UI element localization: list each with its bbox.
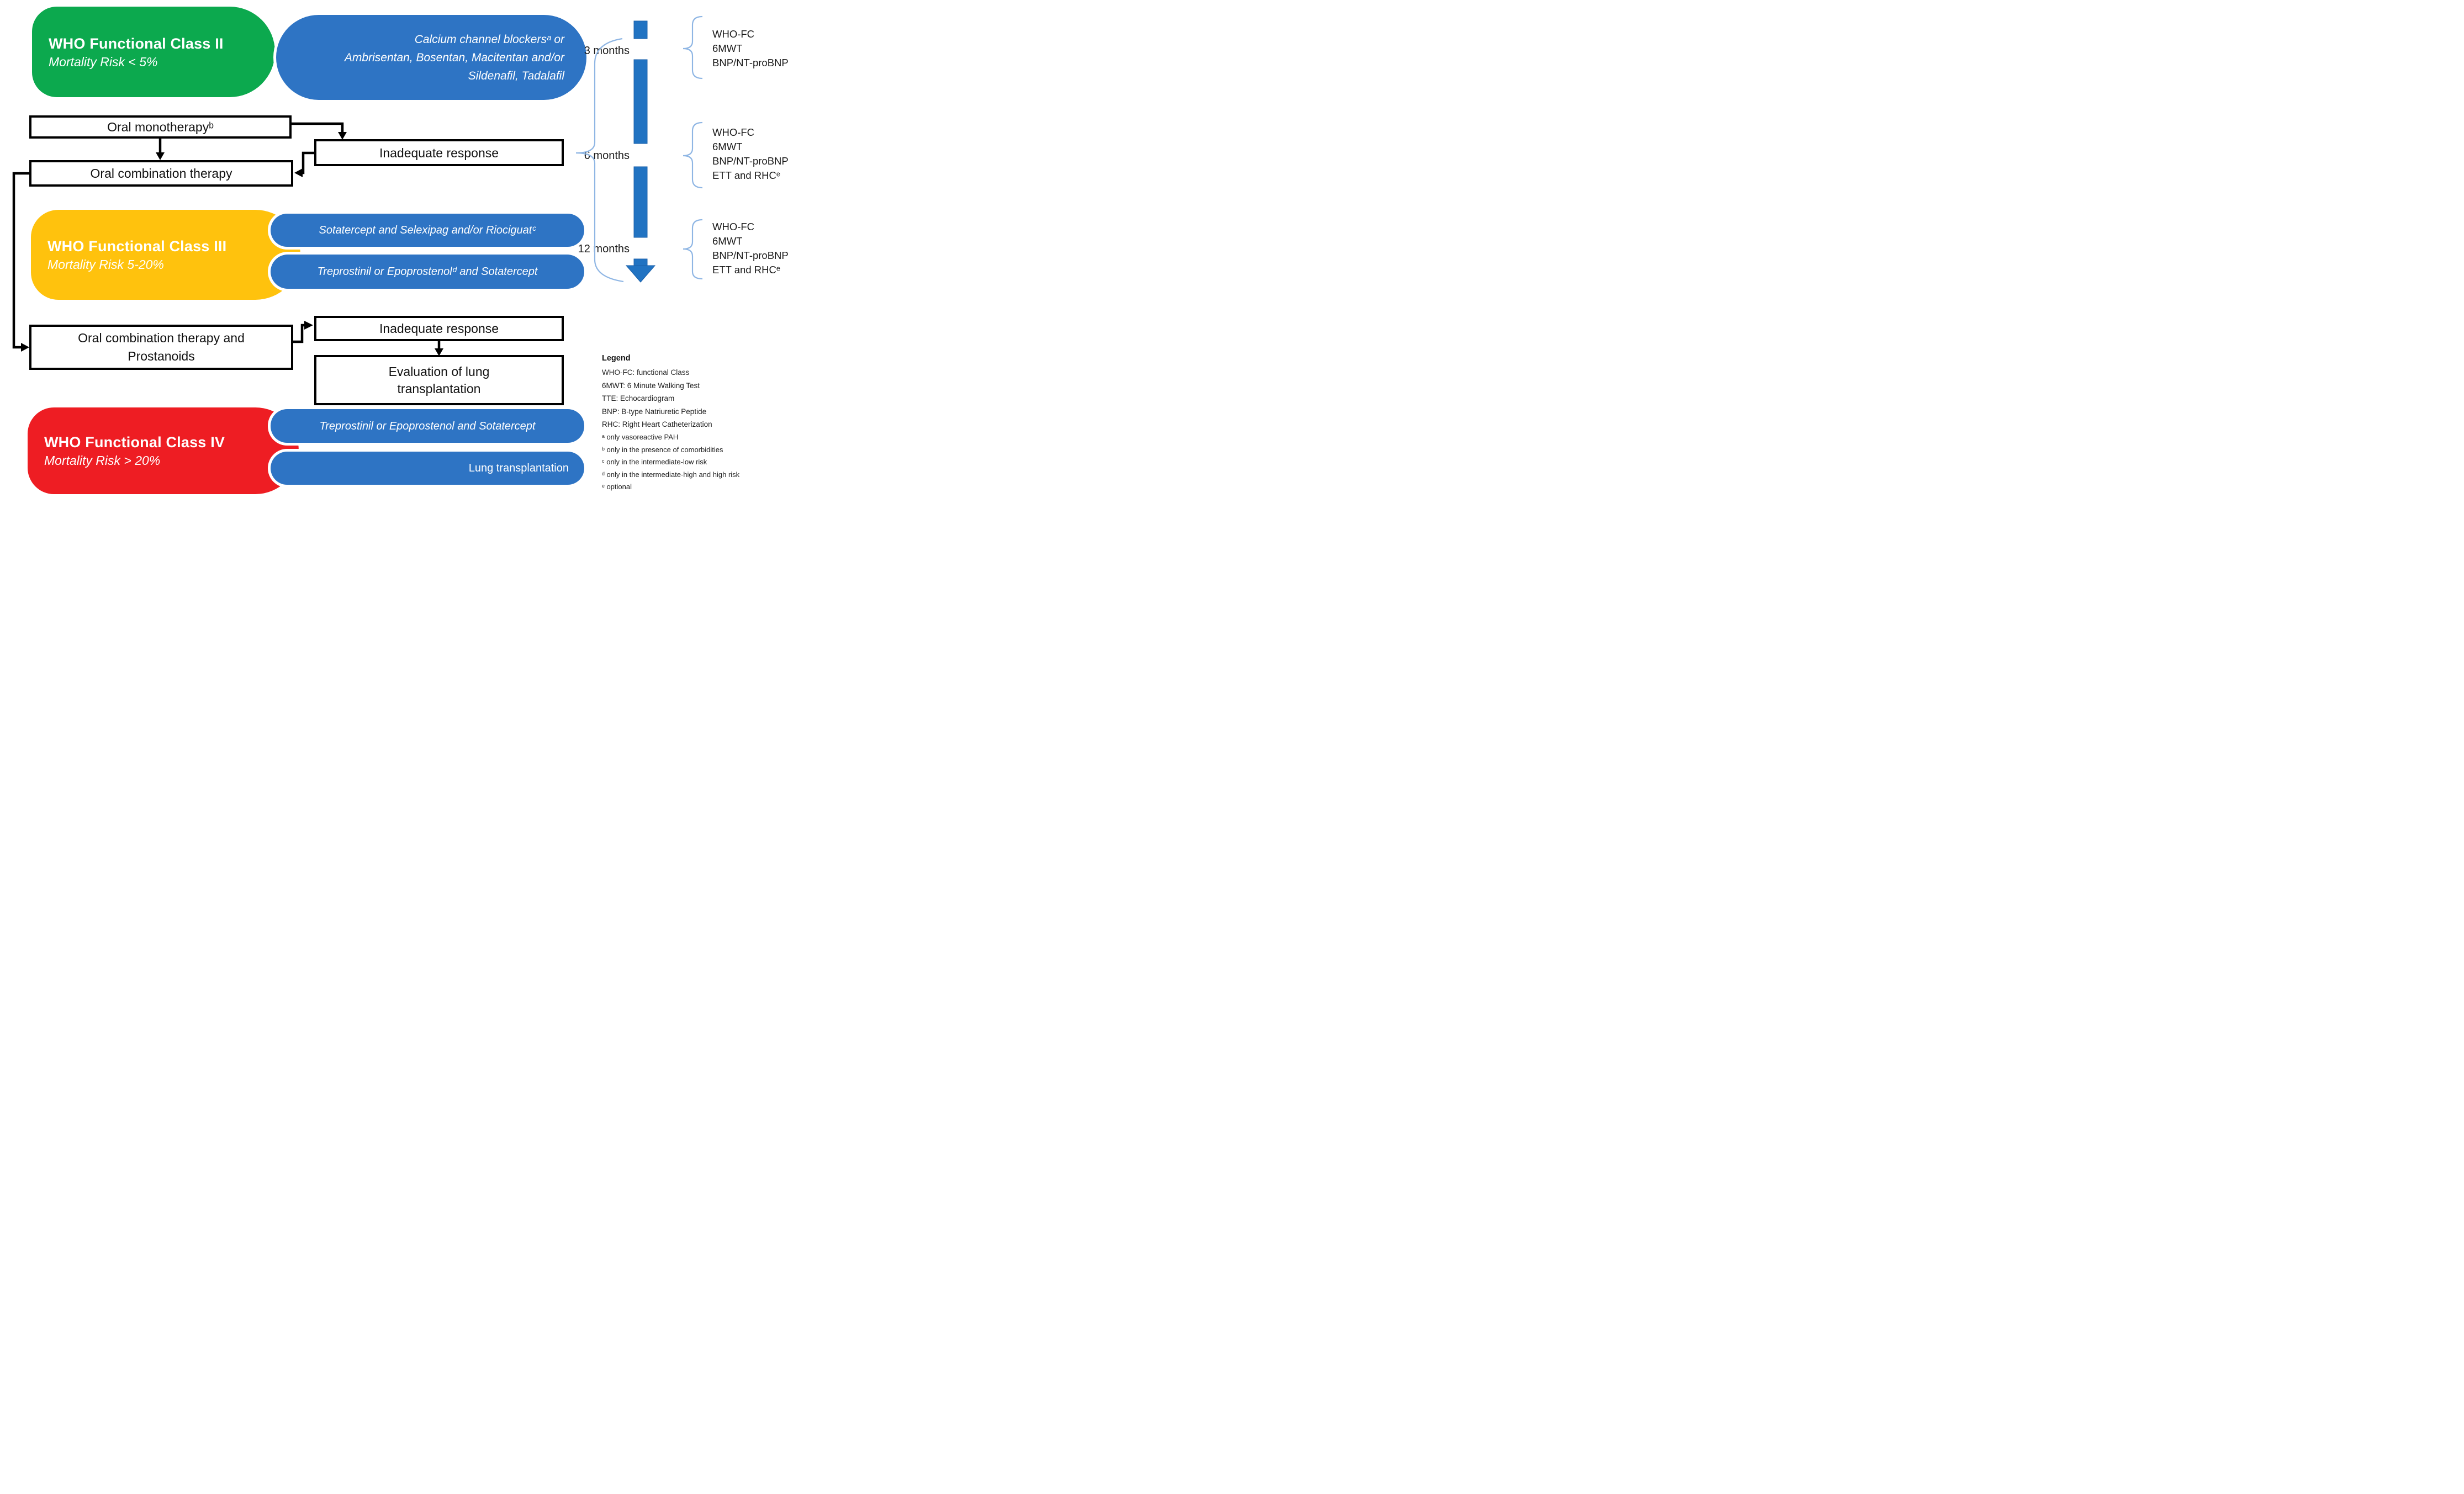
box-inadequate-response-2-label: Inadequate response bbox=[379, 321, 499, 336]
box-oral-combination-prostanoids-line1: Oral combination therapy and bbox=[78, 331, 245, 345]
box-inadequate-response-1: Inadequate response bbox=[314, 139, 564, 166]
connector-monotherapy-to-inadequate1 bbox=[290, 122, 344, 133]
box-oral-monotherapy-label: Oral monotherapyᵇ bbox=[107, 120, 214, 134]
assessment-item: WHO-FC bbox=[712, 221, 755, 232]
footnote-d: ᵈ only in the intermediate-high and high… bbox=[602, 470, 740, 479]
box-oral-combination-label: Oral combination therapy bbox=[90, 166, 232, 181]
assessment-item: BNP/NT-proBNP bbox=[712, 155, 789, 167]
class-fc4-title: WHO Functional Class IV bbox=[44, 434, 225, 451]
therapy-pill-treprostinil-sotatercept-label: Treprostinil or Epoprostenolᵈ and Sotate… bbox=[317, 266, 538, 278]
legend-item: 6MWT: 6 Minute Walking Test bbox=[602, 381, 700, 390]
footnote-e: ᵉ optional bbox=[602, 483, 632, 491]
arrowhead-down-inadequate1 bbox=[338, 132, 347, 140]
timeline-bar-segment-3 bbox=[633, 166, 648, 238]
class-pill-fc3: WHO Functional Class III Mortality Risk … bbox=[31, 210, 300, 300]
assessment-item: ETT and RHCᵉ bbox=[712, 169, 780, 181]
therapy-pill-ccb-line3: Sildenafil, Tadalafil bbox=[468, 69, 564, 82]
therapy-pill-sotatercept-selexipag: Sotatercept and Selexipag and/or Riocigu… bbox=[271, 214, 584, 247]
box-oral-monotherapy: Oral monotherapyᵇ bbox=[29, 115, 292, 139]
assessment-item: BNP/NT-proBNP bbox=[712, 57, 789, 68]
brace-12-months-icon bbox=[683, 219, 703, 280]
timeline-label-12-months: 12 months bbox=[578, 243, 630, 255]
timeline-bar-segment-4 bbox=[633, 258, 648, 267]
assessment-item: ETT and RHCᵉ bbox=[712, 264, 780, 276]
therapy-pill-treprostinil-sotatercept-fc4: Treprostinil or Epoprostenol and Sotater… bbox=[271, 409, 584, 443]
therapy-pill-lung-transplantation-label: Lung transplantation bbox=[468, 462, 569, 474]
footnote-c: ᶜ only in the intermediate-low risk bbox=[602, 458, 707, 466]
connector-combination-to-prostanoids bbox=[12, 172, 30, 349]
brace-6-months-icon bbox=[683, 121, 703, 189]
box-inadequate-response-1-label: Inadequate response bbox=[379, 145, 499, 160]
timeline-bar-segment-1 bbox=[633, 20, 648, 39]
footnote-b: ᵇ only in the presence of comorbidities bbox=[602, 445, 723, 454]
legend-item: BNP: B-type Natriuretic Peptide bbox=[602, 407, 707, 416]
legend-item: RHC: Right Heart Catheterization bbox=[602, 420, 712, 428]
assessment-list-12-months: WHO-FC 6MWT BNP/NT-proBNP ETT and RHCᵉ bbox=[712, 220, 789, 277]
class-fc2-title: WHO Functional Class II bbox=[49, 35, 224, 52]
timeline-bar-segment-2 bbox=[633, 59, 648, 144]
box-lung-transplant-evaluation-line1: Evaluation of lung bbox=[388, 364, 490, 379]
therapy-pill-lung-transplantation: Lung transplantation bbox=[271, 452, 584, 485]
legend-items: WHO-FC: functional Class 6MWT: 6 Minute … bbox=[602, 366, 712, 431]
class-pill-fc2: WHO Functional Class II Mortality Risk <… bbox=[32, 7, 275, 97]
assessment-item: WHO-FC bbox=[712, 28, 755, 40]
assessment-item: BNP/NT-proBNP bbox=[712, 250, 789, 261]
timeline-label-6-months: 6 months bbox=[584, 150, 630, 162]
timeline-arrowhead-icon bbox=[625, 265, 656, 283]
therapy-pill-ccb: Calcium channel blockersᵃ or Ambrisentan… bbox=[276, 15, 586, 100]
class-fc2-subtitle: Mortality Risk < 5% bbox=[49, 54, 158, 69]
arrowhead-right-inadequate2 bbox=[304, 321, 313, 330]
assessment-list-3-months: WHO-FC 6MWT BNP/NT-proBNP bbox=[712, 27, 789, 70]
therapy-pill-ccb-line1: Calcium channel blockersᵃ or bbox=[414, 33, 564, 46]
connector-inadequate1-to-combination bbox=[302, 151, 315, 174]
box-oral-combination-prostanoids-line2: Prostanoids bbox=[128, 349, 195, 363]
pah-treatment-algorithm: WHO Functional Class II Mortality Risk <… bbox=[0, 0, 822, 498]
therapy-pill-treprostinil-sotatercept: Treprostinil or Epoprostenolᵈ and Sotate… bbox=[271, 255, 584, 289]
timeline-label-3-months: 3 months bbox=[584, 45, 630, 57]
arrowhead-left-combination bbox=[294, 168, 303, 177]
footnotes: ᵃ only vasoreactive PAH ᵇ only in the pr… bbox=[602, 431, 739, 494]
assessment-list-6-months: WHO-FC 6MWT BNP/NT-proBNP ETT and RHCᵉ bbox=[712, 125, 789, 183]
box-lung-transplant-evaluation: Evaluation of lung transplantation bbox=[314, 355, 564, 405]
class-fc4-subtitle: Mortality Risk > 20% bbox=[44, 453, 161, 468]
box-lung-transplant-evaluation-line2: transplantation bbox=[397, 381, 481, 396]
box-oral-combination: Oral combination therapy bbox=[29, 160, 293, 187]
therapy-pill-sotatercept-selexipag-label: Sotatercept and Selexipag and/or Riocigu… bbox=[319, 224, 536, 236]
assessment-item: 6MWT bbox=[712, 235, 743, 247]
class-fc3-subtitle: Mortality Risk 5-20% bbox=[47, 257, 164, 272]
connector-prostanoids-to-inadequate2 bbox=[292, 324, 304, 343]
footnote-a: ᵃ only vasoreactive PAH bbox=[602, 433, 679, 441]
legend-title: Legend bbox=[602, 354, 631, 363]
legend-item: TTE: Echocardiogram bbox=[602, 394, 675, 402]
therapy-pill-ccb-line2: Ambrisentan, Bosentan, Macitentan and/or bbox=[344, 51, 564, 64]
timeline-bar bbox=[625, 20, 656, 283]
legend-item: WHO-FC: functional Class bbox=[602, 368, 690, 377]
class-pill-fc4: WHO Functional Class IV Mortality Risk >… bbox=[28, 407, 299, 494]
assessment-item: 6MWT bbox=[712, 141, 743, 152]
arrowhead-down-combination bbox=[156, 152, 165, 160]
arrowhead-right-prostanoids bbox=[21, 343, 29, 352]
box-inadequate-response-2: Inadequate response bbox=[314, 316, 564, 341]
therapy-pill-treprostinil-sotatercept-fc4-label: Treprostinil or Epoprostenol and Sotater… bbox=[319, 420, 536, 432]
class-fc3-title: WHO Functional Class III bbox=[47, 238, 227, 255]
box-oral-combination-prostanoids: Oral combination therapy and Prostanoids bbox=[29, 325, 293, 370]
assessment-item: 6MWT bbox=[712, 43, 743, 54]
assessment-item: WHO-FC bbox=[712, 126, 755, 138]
brace-3-months-icon bbox=[683, 15, 703, 80]
